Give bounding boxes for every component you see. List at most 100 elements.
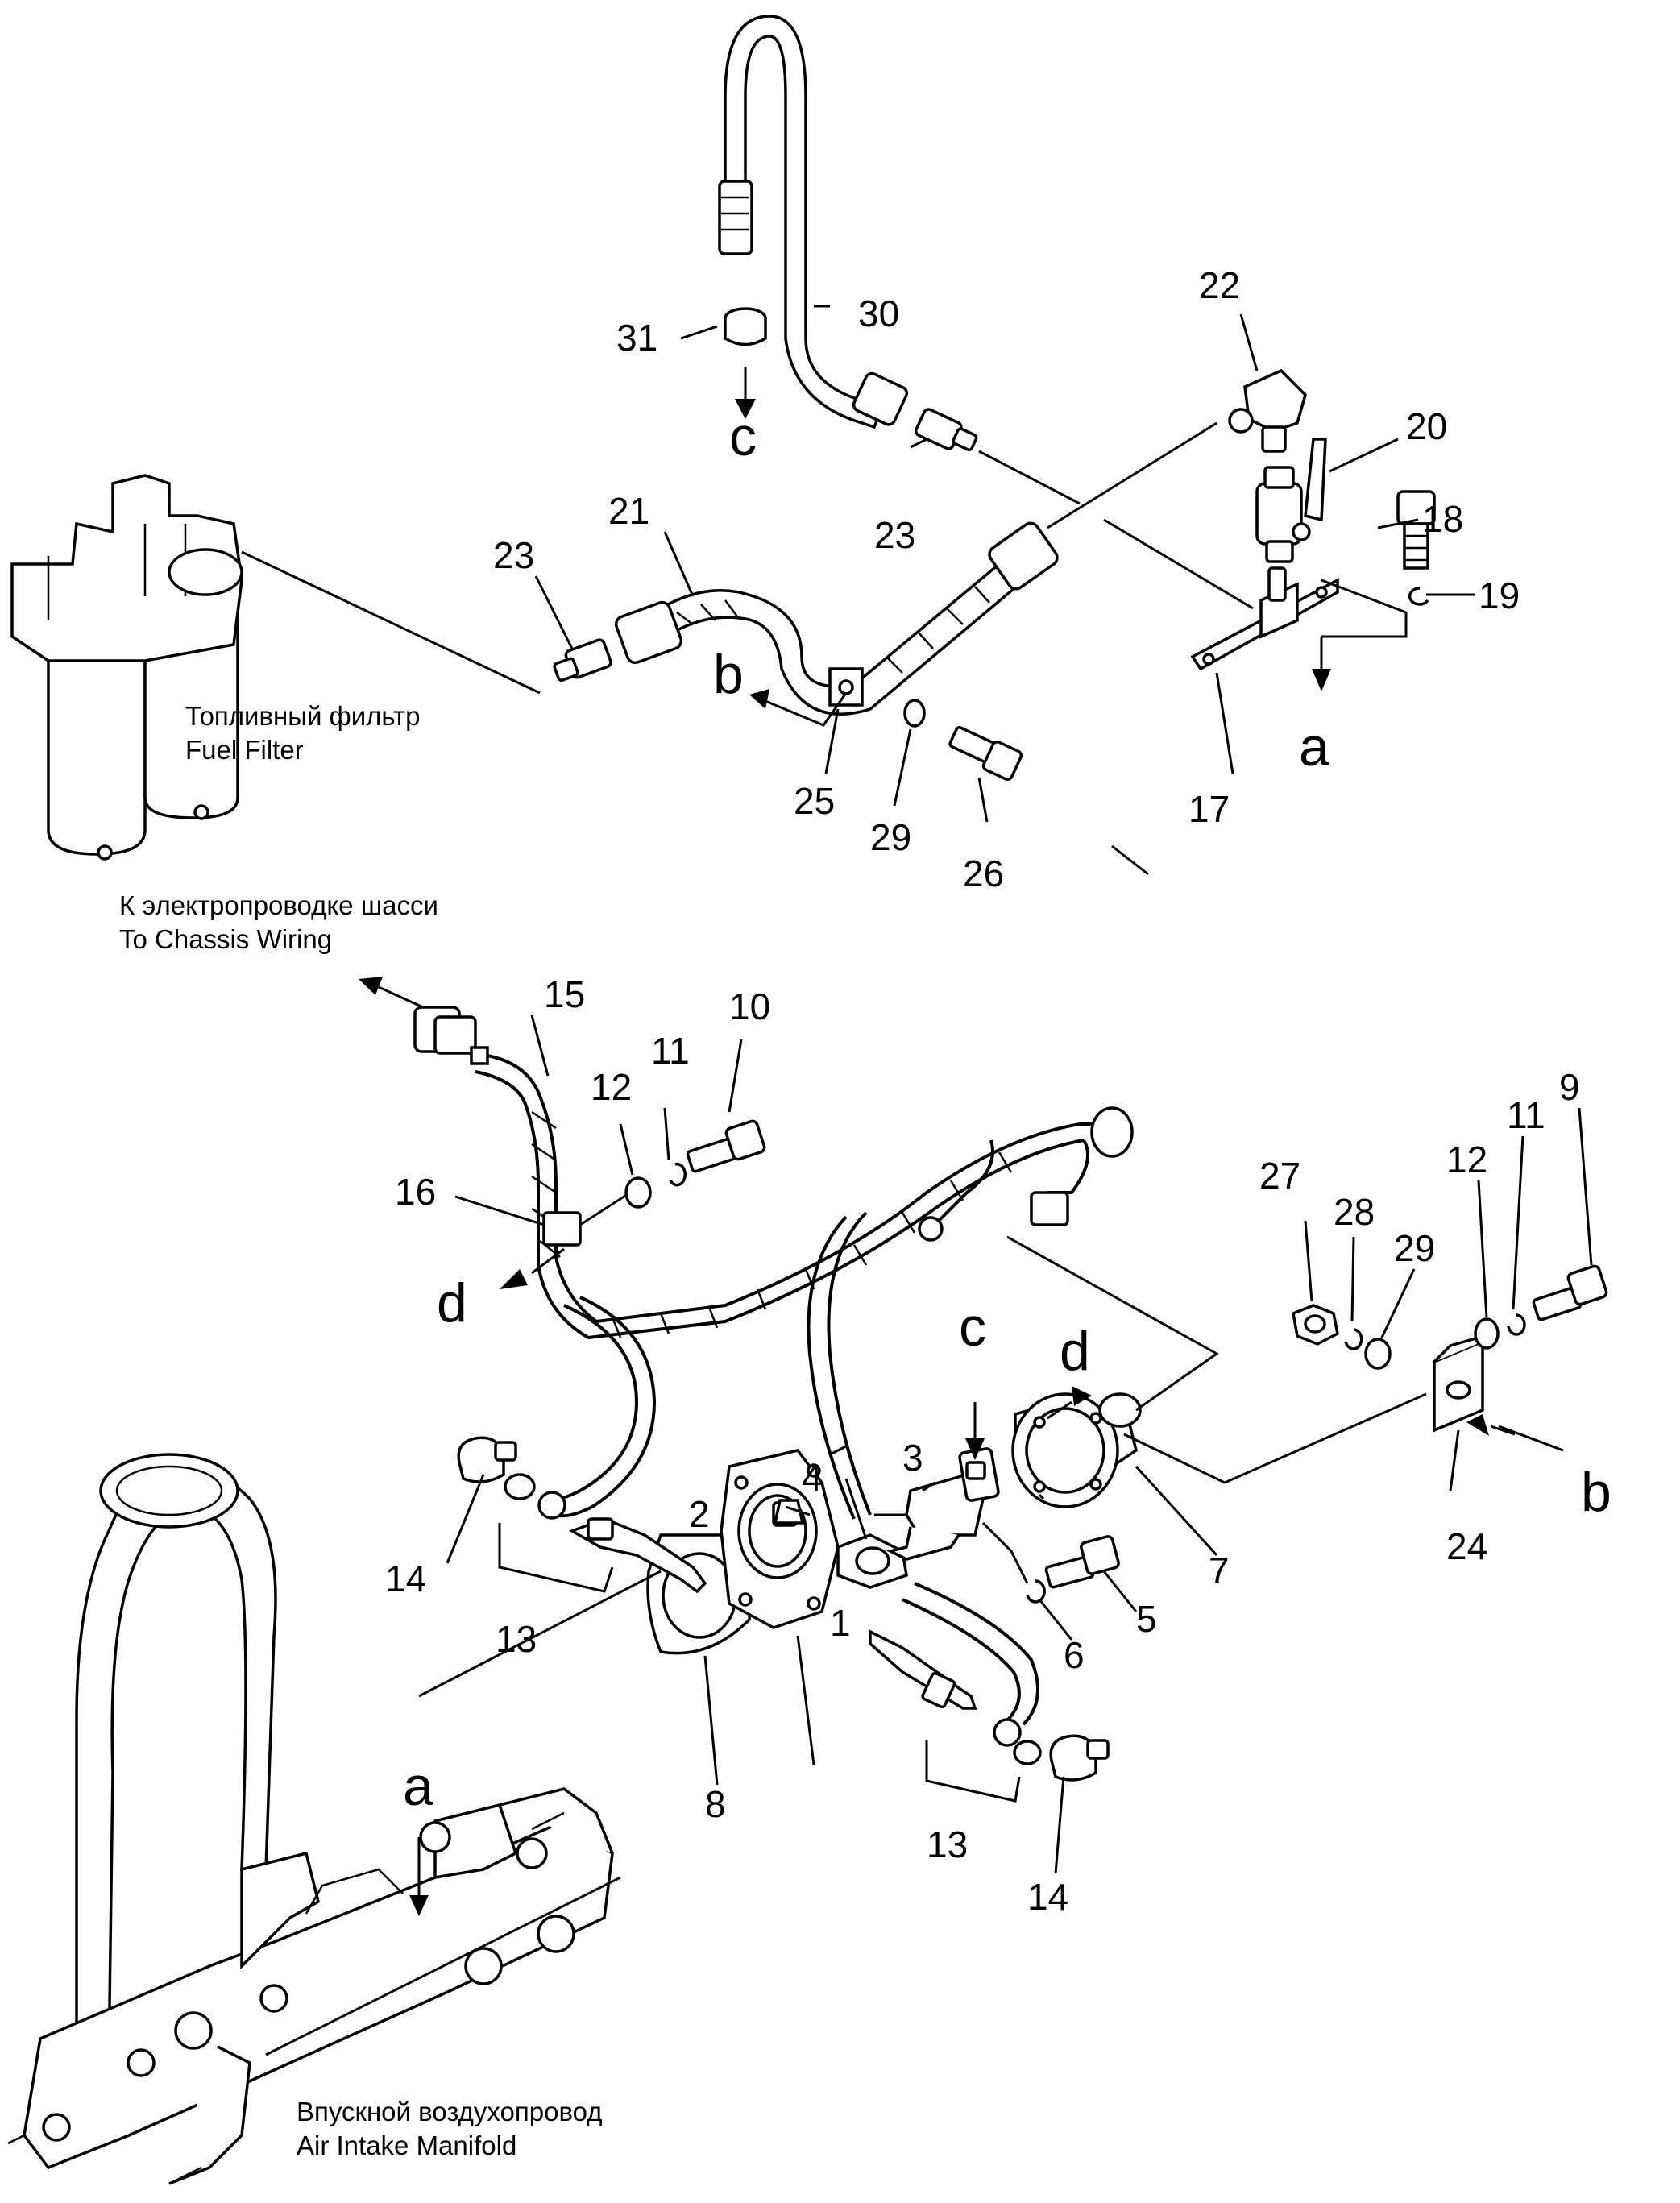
arrow-d-lower <box>1072 1386 1092 1406</box>
callout-30: 30 <box>858 292 899 334</box>
washer-29-upper <box>903 699 926 728</box>
callout-12-left: 12 <box>591 1066 632 1108</box>
ref-letter-c-lower: c <box>959 1296 986 1358</box>
callout-3: 3 <box>902 1437 923 1479</box>
arrow-a-top <box>1312 669 1331 691</box>
valve-20 <box>1255 438 1327 563</box>
arrow-d-left <box>500 1269 528 1289</box>
callout-23-upper: 23 <box>874 514 915 556</box>
leader-lines <box>446 305 1593 1874</box>
nut-27 <box>1292 1304 1339 1346</box>
fitting-23-upper <box>914 408 978 451</box>
callout-6: 6 <box>1064 1634 1085 1676</box>
washer-28 <box>1344 1328 1363 1350</box>
bracket-24 <box>1433 1336 1484 1433</box>
callout-12-right: 12 <box>1446 1139 1487 1180</box>
arrow-b-upper <box>749 689 769 709</box>
ref-letter-b-upper: b <box>713 644 744 705</box>
washer-6 <box>1026 1579 1046 1604</box>
fuel-filter-label-ru: Топливный фильтр <box>185 701 421 731</box>
terminal-cap-14-right <box>1049 1734 1110 1782</box>
bolt-10 <box>686 1119 766 1173</box>
elbow-22 <box>1228 368 1307 453</box>
callout-26: 26 <box>963 853 1004 894</box>
callout-17: 17 <box>1188 788 1230 830</box>
glow-plug-13-right <box>869 1629 977 1710</box>
fitting-23-lower <box>553 638 612 682</box>
callout-7: 7 <box>1209 1550 1230 1591</box>
plug-2-part <box>773 1499 805 1525</box>
callout-23-lower: 23 <box>493 534 534 576</box>
callout-25: 25 <box>794 780 835 822</box>
ref-letter-a-lower: a <box>403 1756 433 1817</box>
callout-29-lower: 29 <box>1394 1227 1435 1269</box>
callout-27: 27 <box>1259 1155 1300 1197</box>
washer-12-right <box>1474 1317 1500 1350</box>
callout-13-right: 13 <box>927 1823 968 1865</box>
ref-letter-b-lower: b <box>1581 1462 1612 1523</box>
callout-9: 9 <box>1559 1066 1580 1108</box>
callout-21: 21 <box>608 490 649 532</box>
callout-16: 16 <box>395 1171 436 1213</box>
chassis-label-ru: К электропроводке шасси <box>119 890 438 920</box>
air-intake-manifold-drawing <box>7 1453 614 2185</box>
gasket-4 <box>836 1533 908 1589</box>
arrow-a-lower <box>409 1895 429 1916</box>
callout-18: 18 <box>1422 498 1463 540</box>
chassis-connector <box>413 1006 489 1065</box>
ref-letter-c-upper: c <box>729 406 757 467</box>
callout-11-left: 11 <box>651 1030 690 1072</box>
flange-7 <box>1011 1392 1142 1508</box>
fuel-filter-label-en: Fuel Filter <box>185 735 304 765</box>
heater-flange-1 <box>720 1449 840 1629</box>
callout-20: 20 <box>1406 405 1447 447</box>
bolt-26 <box>948 725 1023 782</box>
washer-29-lower <box>1364 1338 1392 1370</box>
bolt-18 <box>1396 490 1436 570</box>
cap-31 <box>724 307 767 346</box>
callout-10: 10 <box>729 985 770 1027</box>
callout-4: 4 <box>802 1457 823 1499</box>
washer-11-right <box>1507 1313 1526 1336</box>
callout-31: 31 <box>616 317 657 359</box>
harness-15 <box>475 1054 1134 1747</box>
callout-13-left: 13 <box>496 1618 537 1660</box>
callout-29-upper: 29 <box>870 816 911 858</box>
fuel-pipe-30 <box>718 15 909 429</box>
callout-1: 1 <box>830 1602 851 1644</box>
callout-8: 8 <box>705 1783 726 1825</box>
callout-19: 19 <box>1479 575 1520 616</box>
callout-22: 22 <box>1199 264 1240 306</box>
nut-13-left <box>504 1473 536 1500</box>
manifold-label-ru: Впускной воздухопровод <box>297 2097 603 2126</box>
washer-12-left <box>624 1176 652 1209</box>
arrow-chassis <box>359 977 383 995</box>
arrow-c-lower <box>965 1438 985 1460</box>
ref-letter-d-right: d <box>1060 1321 1090 1382</box>
callout-11-right: 11 <box>1507 1094 1545 1136</box>
fuel-filter-drawing <box>10 474 243 861</box>
callout-5: 5 <box>1136 1598 1157 1640</box>
fuel-hose-21 <box>614 521 1059 716</box>
glow-plug-13-left <box>568 1517 707 1594</box>
manifold-label-en: Air Intake Manifold <box>297 2130 516 2160</box>
bolt-5 <box>1044 1535 1120 1589</box>
washer-19 <box>1408 587 1429 606</box>
bolt-9 <box>1532 1264 1608 1321</box>
callout-28: 28 <box>1334 1191 1375 1233</box>
arrow-b-lower <box>1466 1414 1489 1436</box>
ref-letter-d-left: d <box>437 1272 467 1334</box>
clamp-16 <box>542 1211 582 1247</box>
callout-14-left: 14 <box>385 1558 426 1599</box>
callout-14-right: 14 <box>1027 1876 1068 1918</box>
callout-15: 15 <box>544 973 585 1015</box>
nut-13-right <box>1013 1740 1042 1765</box>
bracket-17 <box>1190 566 1339 671</box>
callout-2: 2 <box>689 1493 710 1535</box>
arrow-c-top <box>735 399 756 419</box>
washer-11-left <box>669 1162 687 1187</box>
chassis-label-en: To Chassis Wiring <box>119 924 332 954</box>
callout-24: 24 <box>1446 1525 1487 1567</box>
ref-letter-a-upper: a <box>1299 716 1329 778</box>
